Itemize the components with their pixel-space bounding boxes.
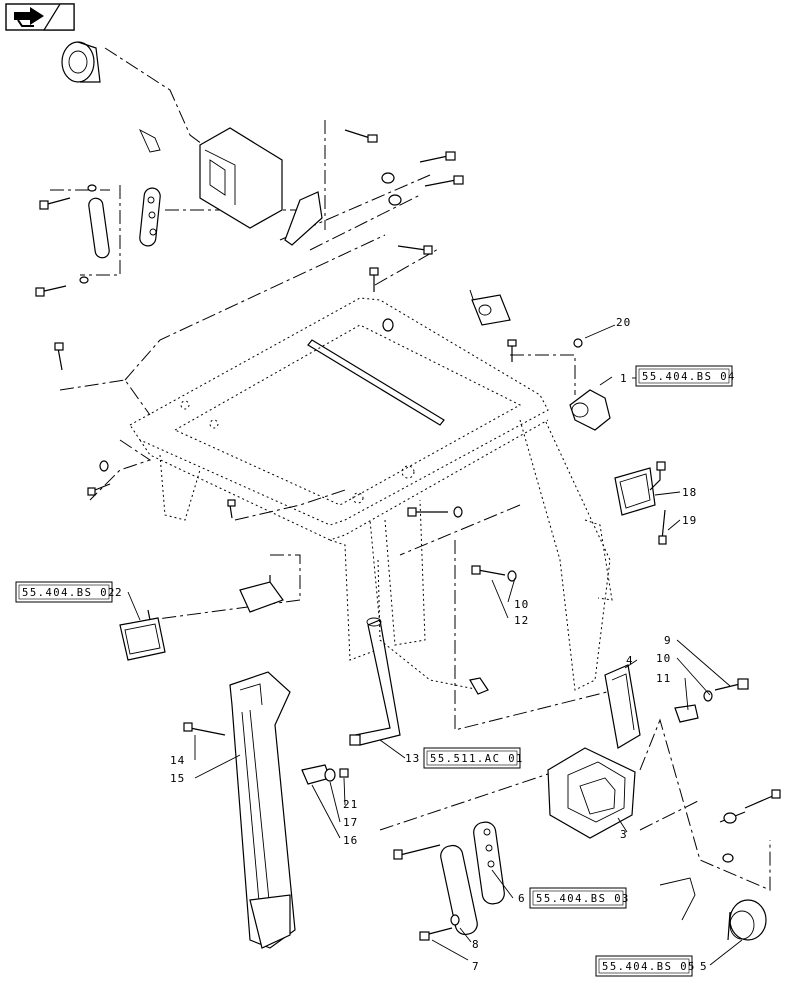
callout-7: 7 bbox=[472, 960, 480, 973]
svg-text:55.404.BS 05: 55.404.BS 05 bbox=[602, 961, 696, 973]
svg-text:55.404.BS 03: 55.404.BS 03 bbox=[536, 893, 630, 905]
upper-beacon-assembly bbox=[35, 41, 511, 371]
ref-55-404-bs-05[interactable]: 55.404.BS 05 bbox=[595, 955, 696, 977]
callout-15: 15 bbox=[170, 772, 185, 785]
grab-handle bbox=[349, 559, 489, 746]
callout-11: 11 bbox=[656, 672, 671, 685]
callout-numbers: 1 2 3 4 5 6 7 8 9 10 10 11 12 13 14 15 1… bbox=[115, 316, 708, 973]
mirror-arm bbox=[183, 671, 349, 949]
svg-text:55.511.AC 01: 55.511.AC 01 bbox=[430, 753, 524, 765]
callout-8: 8 bbox=[472, 938, 480, 951]
callout-12: 12 bbox=[514, 614, 529, 627]
callout-4: 4 bbox=[626, 654, 634, 667]
callout-18: 18 bbox=[682, 486, 697, 499]
callout-14: 14 bbox=[170, 754, 185, 767]
callout-6: 6 bbox=[518, 892, 526, 905]
callout-16: 16 bbox=[343, 834, 358, 847]
ref-55-511-ac-01[interactable]: 55.511.AC 01 bbox=[423, 747, 524, 769]
callout-20: 20 bbox=[616, 316, 631, 329]
callout-3: 3 bbox=[620, 828, 628, 841]
right-work-lamps bbox=[407, 338, 667, 582]
callout-19: 19 bbox=[682, 514, 697, 527]
ref-55-404-bs-02[interactable]: 55.404.BS 02 bbox=[15, 581, 116, 603]
callout-10b: 10 bbox=[514, 598, 529, 611]
ref-55-404-bs-04[interactable]: 55.404.BS 04 bbox=[635, 365, 736, 387]
callout-10a: 10 bbox=[656, 652, 671, 665]
callout-21: 21 bbox=[343, 798, 358, 811]
next-page-button[interactable] bbox=[5, 3, 75, 31]
callout-5: 5 bbox=[700, 960, 708, 973]
svg-text:55.404.BS 04: 55.404.BS 04 bbox=[642, 371, 736, 383]
callout-9: 9 bbox=[664, 634, 672, 647]
cab-frame bbox=[129, 297, 613, 691]
callout-13: 13 bbox=[405, 752, 420, 765]
callout-2: 2 bbox=[115, 586, 123, 599]
next-page-arrow-icon bbox=[14, 7, 44, 27]
callout-17: 17 bbox=[343, 816, 358, 829]
left-work-lamp bbox=[87, 460, 284, 661]
callout-leaders bbox=[127, 324, 743, 966]
ref-55-404-bs-03[interactable]: 55.404.BS 03 bbox=[529, 887, 630, 909]
lower-beacon-assembly bbox=[393, 664, 781, 941]
svg-text:55.404.BS 02: 55.404.BS 02 bbox=[22, 587, 116, 599]
callout-1: 1 bbox=[620, 372, 628, 385]
